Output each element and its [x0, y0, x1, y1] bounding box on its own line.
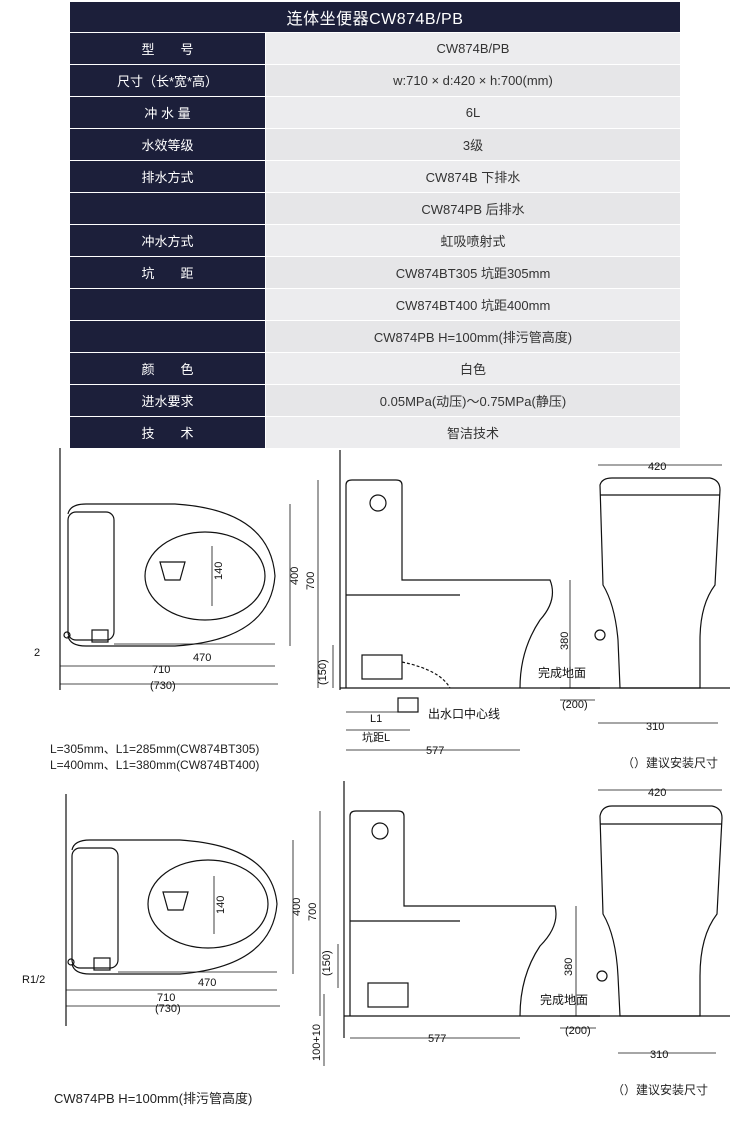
spec-key: 进水要求 [70, 385, 265, 416]
spec-key [70, 289, 265, 320]
dim-710: 710 [152, 664, 170, 676]
technical-drawing-rear-outlet: R1/2 470 710 (730) 140 400 700 (150) 100… [22, 781, 730, 1066]
spec-value: CW874PB H=100mm(排污管高度) [265, 321, 680, 352]
spec-value: 白色 [265, 353, 680, 384]
spec-value: 6L [265, 97, 680, 128]
legend-1: （）建议安装尺寸 [622, 756, 719, 770]
dim-700: 700 [307, 903, 319, 921]
dim-400: 400 [291, 898, 303, 916]
spec-value: CW874B/PB [265, 33, 680, 64]
dim-730: (730) [150, 680, 176, 692]
spec-row: 尺寸（长*宽*高）w:710 × d:420 × h:700(mm) [70, 64, 680, 96]
spec-key: 颜 色 [70, 353, 265, 384]
dim-140: 140 [215, 896, 227, 914]
spec-value: 0.05MPa(动压)～0.75MPa(静压) [265, 385, 680, 416]
spec-row: 颜 色白色 [70, 352, 680, 384]
spec-key: 型 号 [70, 33, 265, 64]
spec-key: 尺寸（长*宽*高） [70, 65, 265, 96]
dim-730: (730) [155, 1003, 181, 1015]
spec-key: 冲水方式 [70, 225, 265, 256]
dim-380: 380 [559, 632, 571, 650]
dim-200: (200) [565, 1025, 591, 1037]
spec-key [70, 193, 265, 224]
spec-key: 水效等级 [70, 129, 265, 160]
spec-value: CW874BT305 坑距305mm [265, 257, 680, 288]
spec-row: CW874PB 后排水 [70, 192, 680, 224]
dim-100: 100+10 [311, 1024, 323, 1061]
spec-value: 3级 [265, 129, 680, 160]
dim-150: (150) [321, 950, 333, 976]
spec-key: 排水方式 [70, 161, 265, 192]
spec-key: 坑 距 [70, 257, 265, 288]
label-floor: 完成地面 [538, 665, 586, 680]
spec-row: 技 术智洁技术 [70, 416, 680, 448]
spec-row: 冲水方式虹吸喷射式 [70, 224, 680, 256]
technical-drawing-floor-outlet: 2 470 710 (730) 140 400 700 (150) 380 42… [34, 448, 730, 757]
spec-value: CW874B 下排水 [265, 161, 680, 192]
dim-200: (200) [562, 699, 588, 711]
dim-kengju: 坑距L [362, 730, 390, 744]
legend-2: （）建议安装尺寸 [612, 1083, 709, 1097]
dim-L1: L1 [370, 713, 382, 725]
dim-140: 140 [213, 562, 225, 580]
dim-700: 700 [305, 572, 317, 590]
dim-470: 470 [193, 652, 211, 664]
spec-row: CW874PB H=100mm(排污管高度) [70, 320, 680, 352]
spec-key [70, 321, 265, 352]
dim-R12: R1/2 [22, 974, 45, 986]
spec-table-title: 连体坐便器CW874B/PB [70, 2, 680, 32]
note-line-1: L=305mm、L1=285mm(CW874BT305) [50, 742, 260, 756]
spec-key: 技 术 [70, 417, 265, 448]
dim-2: 2 [34, 647, 40, 659]
dim-310: 310 [646, 721, 664, 733]
spec-value: w:710 × d:420 × h:700(mm) [265, 65, 680, 96]
dim-400: 400 [289, 567, 301, 585]
spec-value: CW874PB 后排水 [265, 193, 680, 224]
spec-value: 智洁技术 [265, 417, 680, 448]
dim-470: 470 [198, 977, 216, 989]
dim-420: 420 [648, 787, 666, 799]
note-cw874pb: CW874PB H=100mm(排污管高度) [54, 1091, 253, 1106]
spec-key: 冲 水 量 [70, 97, 265, 128]
dim-710: 710 [157, 992, 175, 1004]
dim-577: 577 [428, 1033, 446, 1045]
spec-value: CW874BT400 坑距400mm [265, 289, 680, 320]
note-line-2: L=400mm、L1=380mm(CW874BT400) [50, 758, 260, 772]
spec-value: 虹吸喷射式 [265, 225, 680, 256]
label-floor: 完成地面 [540, 992, 588, 1007]
label-outlet: 出水口中心线 [428, 706, 500, 721]
dim-310: 310 [650, 1049, 668, 1061]
dim-577: 577 [426, 745, 444, 757]
spec-row: CW874BT400 坑距400mm [70, 288, 680, 320]
dim-380: 380 [563, 958, 575, 976]
dim-150: (150) [317, 659, 329, 685]
dim-420: 420 [648, 461, 666, 473]
